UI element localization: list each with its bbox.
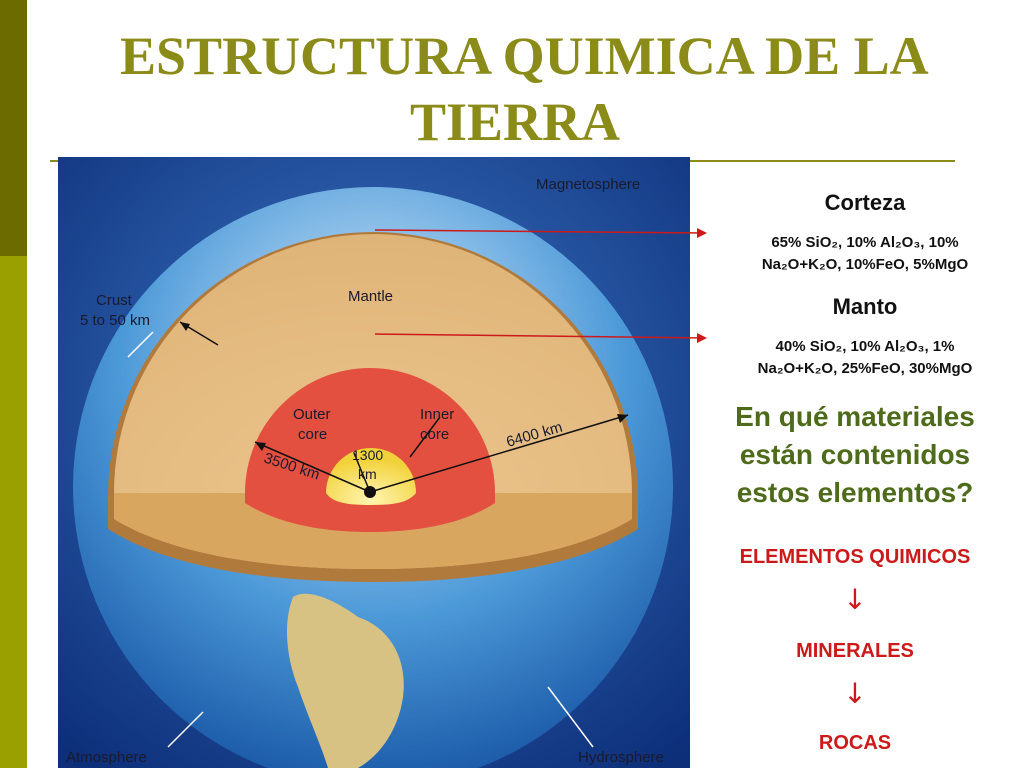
inner-core-pointer [409, 416, 441, 458]
outer-core-label-line1: Outer [293, 406, 331, 423]
question-line3: estos elementos? [736, 477, 974, 508]
manto-heading: Manto [832, 294, 898, 319]
crust-label-pointer [127, 331, 154, 358]
radius-3500-arrowhead [255, 442, 266, 451]
question-text: En qué materiales están contenidos estos… [700, 398, 1010, 512]
inner-core [326, 448, 416, 505]
flow-arrow-down-icon-2: ↓ [843, 677, 867, 710]
atmosphere-pointer [167, 711, 204, 748]
flow-step-minerales: MINERALES [796, 640, 914, 662]
corteza-arrowhead [697, 228, 707, 238]
outer-core-label-line2: core [298, 426, 327, 443]
corteza-arrow-line [374, 229, 706, 234]
radius-6400-arrowhead [617, 414, 628, 423]
manto-arrow-line [374, 333, 706, 339]
flow-step-rocas: ROCAS [818, 732, 892, 754]
mantle-label: Mantle [348, 288, 393, 305]
atmosphere-label: Atmosphere [66, 749, 147, 766]
sidebar-accent-light [0, 256, 27, 768]
title-rule-right [690, 160, 955, 162]
manto-composition-line1: 40% SiO₂, 10% Al₂O₃, 1% [775, 338, 955, 355]
flow-arrow-down-icon: ↓ [843, 583, 867, 616]
corteza-heading: Corteza [824, 190, 906, 215]
hydrosphere-label: Hydrosphere [578, 749, 664, 766]
corteza-composition-line1: 65% SiO₂, 10% Al₂O₃, 10% [771, 234, 959, 251]
question-line2: están contenidos [739, 439, 971, 470]
title-rule-left [50, 160, 58, 162]
manto-arrowhead [697, 333, 707, 343]
sidebar-accent-dark [0, 0, 27, 256]
question-line1: En qué materiales [735, 401, 975, 432]
crust-pointer-head [180, 322, 190, 331]
radius-3500-line [254, 441, 371, 493]
manto-composition-line2: Na₂O+K₂O, 25%FeO, 30%MgO [757, 360, 973, 377]
crust-label-line2: 5 to 50 km [80, 312, 150, 329]
inner-core-label-line2: core [420, 426, 449, 443]
radius-6400-line [369, 414, 629, 493]
flow-step-elementos: ELEMENTOS QUIMICOS [739, 546, 971, 568]
hydrosphere-pointer [547, 686, 594, 748]
magnetosphere-label: Magnetosphere [536, 176, 640, 193]
earth-structure-diagram: Magnetosphere Crust 5 to 50 km Mantle Ou… [58, 157, 690, 768]
slide-title-line1: ESTRUCTURA QUIMICA DE LA [120, 26, 929, 86]
radius-1300-line [353, 452, 371, 493]
radius-1300-label-line2: km [358, 466, 377, 482]
radius-1300-label-line1: 1300 [352, 447, 383, 463]
corteza-composition-line2: Na₂O+K₂O, 10%FeO, 5%MgO [761, 256, 969, 273]
continent-landmass [286, 593, 404, 768]
crust-label-line1: Crust [96, 292, 133, 309]
slide-title-line2: TIERRA [410, 92, 621, 152]
inner-core-label-line1: Inner [420, 406, 454, 423]
